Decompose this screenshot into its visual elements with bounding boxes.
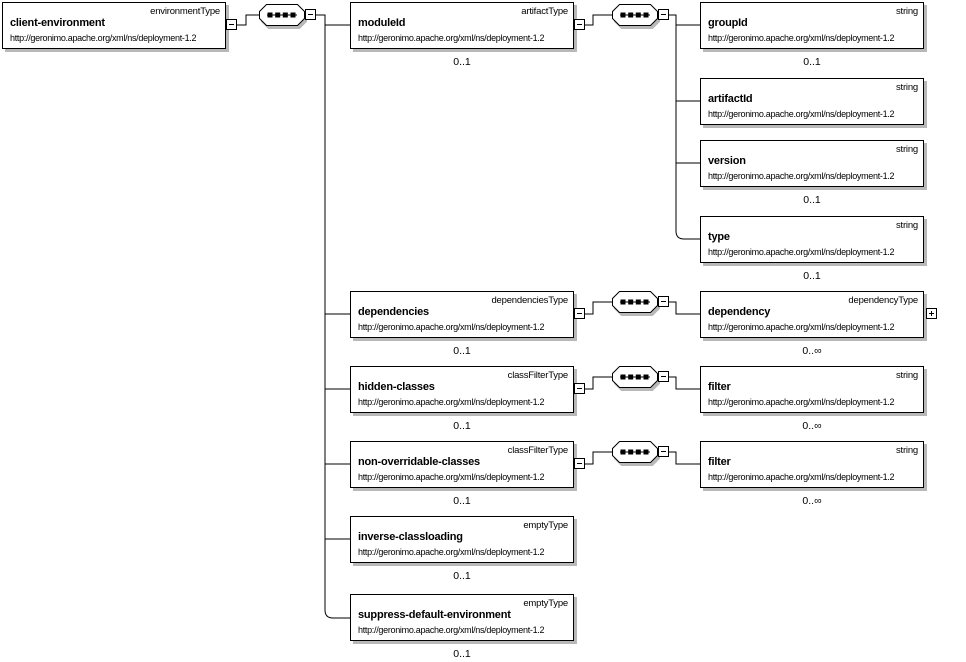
type-label: emptyType xyxy=(523,520,568,531)
cardinality-label: 0..1 xyxy=(803,194,821,206)
element-name: filter xyxy=(708,381,731,393)
type-label: dependenciesType xyxy=(491,295,568,306)
cardinality-label: 0..∞ xyxy=(802,345,822,357)
element-name: dependency xyxy=(708,306,771,318)
type-label: artifactType xyxy=(521,6,568,17)
collapse-toggle[interactable] xyxy=(226,19,237,30)
type-label: string xyxy=(895,445,918,456)
type-label: string xyxy=(895,370,918,381)
type-label: classFilterType xyxy=(507,370,569,381)
element-name: non-overridable-classes xyxy=(358,456,480,468)
element-box-artifactId[interactable]: string artifactId http://geronimo.apache… xyxy=(700,78,924,125)
cardinality-label: 0..1 xyxy=(453,420,471,432)
cardinality-label: 0..1 xyxy=(453,570,471,582)
element-box-dependencies[interactable]: dependenciesType dependencies http://ger… xyxy=(350,291,574,338)
namespace-label: http://geronimo.apache.org/xml/ns/deploy… xyxy=(708,322,895,332)
type-label: emptyType xyxy=(523,598,568,609)
sequence-compositor-icon[interactable] xyxy=(259,4,305,26)
type-label: classFilterType xyxy=(507,445,569,456)
collapse-toggle[interactable] xyxy=(574,458,585,469)
type-label: dependencyType xyxy=(848,295,918,306)
type-label: environmentType xyxy=(150,6,220,17)
element-name: client-environment xyxy=(10,17,105,29)
element-box-version[interactable]: string version http://geronimo.apache.or… xyxy=(700,140,924,187)
namespace-label: http://geronimo.apache.org/xml/ns/deploy… xyxy=(358,547,545,557)
sequence-compositor-icon[interactable] xyxy=(612,291,658,313)
sequence-compositor-icon[interactable] xyxy=(612,366,658,388)
element-name: dependencies xyxy=(358,306,429,318)
element-box-client-environment[interactable]: environmentType client-environment http:… xyxy=(2,2,226,49)
cardinality-label: 0..1 xyxy=(453,495,471,507)
collapse-toggle[interactable] xyxy=(305,9,316,20)
element-name: version xyxy=(708,155,746,167)
type-label: string xyxy=(895,82,918,93)
expand-toggle[interactable] xyxy=(926,308,937,319)
cardinality-label: 0..1 xyxy=(803,270,821,282)
element-box-moduleId[interactable]: artifactType moduleId http://geronimo.ap… xyxy=(350,2,574,49)
element-box-non-overridable-classes[interactable]: classFilterType non-overridable-classes … xyxy=(350,441,574,488)
element-box-filter-hidden[interactable]: string filter http://geronimo.apache.org… xyxy=(700,366,924,413)
element-box-dependency[interactable]: dependencyType dependency http://geronim… xyxy=(700,291,924,338)
namespace-label: http://geronimo.apache.org/xml/ns/deploy… xyxy=(358,33,545,43)
collapse-toggle[interactable] xyxy=(658,9,669,20)
namespace-label: http://geronimo.apache.org/xml/ns/deploy… xyxy=(708,247,895,257)
namespace-label: http://geronimo.apache.org/xml/ns/deploy… xyxy=(358,322,545,332)
namespace-label: http://geronimo.apache.org/xml/ns/deploy… xyxy=(708,397,895,407)
element-name: type xyxy=(708,231,730,243)
element-name: artifactId xyxy=(708,93,753,105)
element-name: moduleId xyxy=(358,17,406,29)
namespace-label: http://geronimo.apache.org/xml/ns/deploy… xyxy=(708,33,895,43)
cardinality-label: 0..∞ xyxy=(802,420,822,432)
cardinality-label: 0..1 xyxy=(803,56,821,68)
namespace-label: http://geronimo.apache.org/xml/ns/deploy… xyxy=(358,472,545,482)
type-label: string xyxy=(895,220,918,231)
namespace-label: http://geronimo.apache.org/xml/ns/deploy… xyxy=(708,109,895,119)
element-name: inverse-classloading xyxy=(358,531,463,543)
type-label: string xyxy=(895,144,918,155)
cardinality-label: 0..1 xyxy=(453,345,471,357)
element-box-filter-non-overridable[interactable]: string filter http://geronimo.apache.org… xyxy=(700,441,924,488)
cardinality-label: 0..∞ xyxy=(802,495,822,507)
namespace-label: http://geronimo.apache.org/xml/ns/deploy… xyxy=(358,397,545,407)
type-label: string xyxy=(895,6,918,17)
element-name: groupId xyxy=(708,17,748,29)
element-box-groupId[interactable]: string groupId http://geronimo.apache.or… xyxy=(700,2,924,49)
element-box-type[interactable]: string type http://geronimo.apache.org/x… xyxy=(700,216,924,263)
collapse-toggle[interactable] xyxy=(658,446,669,457)
collapse-toggle[interactable] xyxy=(574,308,585,319)
collapse-toggle[interactable] xyxy=(658,296,669,307)
collapse-toggle[interactable] xyxy=(574,383,585,394)
element-name: filter xyxy=(708,456,731,468)
sequence-compositor-icon[interactable] xyxy=(612,4,658,26)
element-name: suppress-default-environment xyxy=(358,609,511,621)
element-name: hidden-classes xyxy=(358,381,435,393)
sequence-compositor-icon[interactable] xyxy=(612,441,658,463)
element-box-inverse-classloading[interactable]: emptyType inverse-classloading http://ge… xyxy=(350,516,574,563)
element-box-suppress-default-environment[interactable]: emptyType suppress-default-environment h… xyxy=(350,594,574,641)
namespace-label: http://geronimo.apache.org/xml/ns/deploy… xyxy=(358,625,545,635)
element-box-hidden-classes[interactable]: classFilterType hidden-classes http://ge… xyxy=(350,366,574,413)
namespace-label: http://geronimo.apache.org/xml/ns/deploy… xyxy=(708,472,895,482)
namespace-label: http://geronimo.apache.org/xml/ns/deploy… xyxy=(708,171,895,181)
cardinality-label: 0..1 xyxy=(453,648,471,660)
cardinality-label: 0..1 xyxy=(453,56,471,68)
namespace-label: http://geronimo.apache.org/xml/ns/deploy… xyxy=(10,33,197,43)
collapse-toggle[interactable] xyxy=(658,371,669,382)
collapse-toggle[interactable] xyxy=(574,19,585,30)
